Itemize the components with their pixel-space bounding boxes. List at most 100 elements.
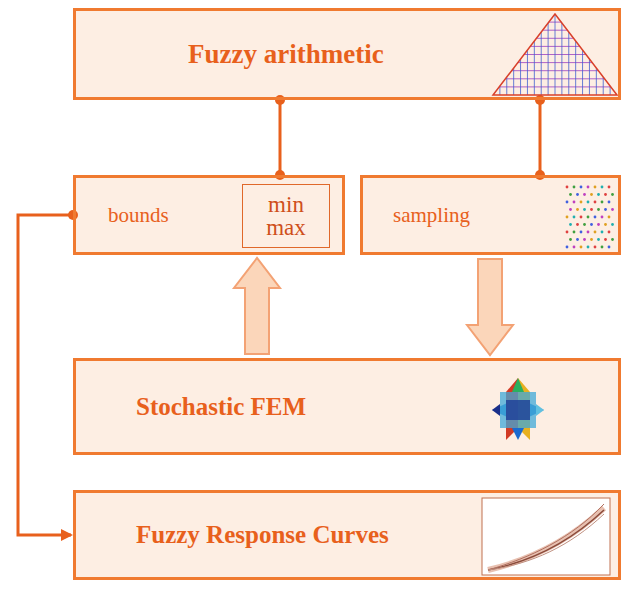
- connector: [18, 210, 78, 541]
- sample-dot: [601, 201, 604, 204]
- sample-dot: [566, 246, 569, 249]
- sample-dot: [604, 193, 607, 196]
- mesh-line: [527, 50, 528, 95]
- box-fill: [73, 8, 621, 100]
- sample-dot: [590, 238, 593, 241]
- sample-dot: [583, 208, 586, 211]
- sample-dot: [573, 216, 576, 219]
- sample-dot: [608, 216, 611, 219]
- box-label: Stochastic FEM: [136, 393, 306, 421]
- mesh-line: [575, 41, 576, 95]
- mesh-line: [513, 68, 514, 95]
- sample-dot: [608, 201, 611, 204]
- sample-dot: [590, 223, 593, 226]
- mesh-line: [582, 50, 583, 95]
- box-fill: [73, 175, 345, 255]
- sample-dot: [597, 238, 600, 241]
- sample-dot: [594, 216, 597, 219]
- sampling-dots-icon: [566, 186, 614, 249]
- sample-dot: [573, 246, 576, 249]
- sample-dot: [569, 193, 572, 196]
- sample-dot: [601, 186, 604, 189]
- sample-dot: [583, 238, 586, 241]
- mesh-line: [568, 32, 569, 95]
- sample-dot: [601, 246, 604, 249]
- sample-dot: [608, 246, 611, 249]
- box-label: Fuzzy Response Curves: [136, 521, 389, 549]
- mesh-line: [555, 14, 556, 95]
- sample-dot: [576, 193, 579, 196]
- sample-dot: [604, 238, 607, 241]
- sample-dot: [604, 208, 607, 211]
- box-label: Fuzzy arithmetic: [188, 39, 384, 70]
- arrow-head: [61, 529, 73, 541]
- sample-dot: [569, 208, 572, 211]
- box-fill: [360, 175, 621, 255]
- connector-line: [18, 215, 73, 535]
- sample-dot: [580, 231, 583, 234]
- mesh-line: [596, 68, 597, 95]
- sample-dot: [587, 246, 590, 249]
- bounds-box: bounds min max: [73, 175, 345, 255]
- sample-dot: [611, 223, 614, 226]
- mesh-line: [548, 23, 549, 95]
- block-arrow: [234, 258, 280, 354]
- sample-dot: [583, 193, 586, 196]
- arithmetic-box: Fuzzy arithmetic: [73, 8, 621, 100]
- sample-dot: [611, 193, 614, 196]
- sample-dot: [573, 186, 576, 189]
- sample-dot: [566, 231, 569, 234]
- fem-cube-icon: [492, 378, 544, 440]
- sample-dot: [611, 238, 614, 241]
- sample-dot: [569, 223, 572, 226]
- sample-dot: [587, 201, 590, 204]
- sample-dot: [576, 238, 579, 241]
- sample-dot: [566, 201, 569, 204]
- sample-dot: [594, 246, 597, 249]
- box-label: min max: [256, 193, 316, 239]
- triangle-outline: [493, 14, 617, 95]
- sample-dot: [566, 216, 569, 219]
- sample-dot: [594, 186, 597, 189]
- mesh-line: [534, 41, 535, 95]
- box-label: sampling: [393, 203, 470, 228]
- box-label: bounds: [108, 203, 169, 228]
- sample-dot: [597, 193, 600, 196]
- connector-line: [539, 100, 542, 175]
- connector-line: [279, 100, 282, 175]
- sample-dot: [580, 201, 583, 204]
- block-arrow: [467, 259, 513, 355]
- mesh-line: [541, 32, 542, 95]
- sample-dot: [590, 208, 593, 211]
- sample-dot: [594, 201, 597, 204]
- triangle-mesh-icon: [499, 14, 611, 95]
- mesh-line: [561, 23, 562, 95]
- sample-dot: [611, 208, 614, 211]
- sample-dot: [594, 231, 597, 234]
- box-fill: [73, 490, 621, 580]
- connector: [234, 258, 280, 354]
- box-fill: [73, 358, 621, 455]
- fem-box: Stochastic FEM: [73, 358, 621, 455]
- sample-dot: [566, 186, 569, 189]
- sample-dot: [604, 223, 607, 226]
- sample-dot: [569, 238, 572, 241]
- sample-dot: [587, 231, 590, 234]
- sample-dot: [576, 223, 579, 226]
- sample-dot: [597, 223, 600, 226]
- sample-dot: [601, 231, 604, 234]
- connector: [535, 95, 545, 180]
- sample-dot: [587, 216, 590, 219]
- sample-dot: [597, 208, 600, 211]
- sample-dot: [580, 186, 583, 189]
- mesh-line: [520, 59, 521, 95]
- sample-dot: [608, 186, 611, 189]
- sample-dot: [573, 231, 576, 234]
- minmax-box: min max: [242, 184, 330, 248]
- connector: [467, 259, 513, 355]
- joint-dot: [275, 95, 285, 105]
- sample-dot: [573, 201, 576, 204]
- sample-dot: [576, 208, 579, 211]
- joint-dot: [535, 95, 545, 105]
